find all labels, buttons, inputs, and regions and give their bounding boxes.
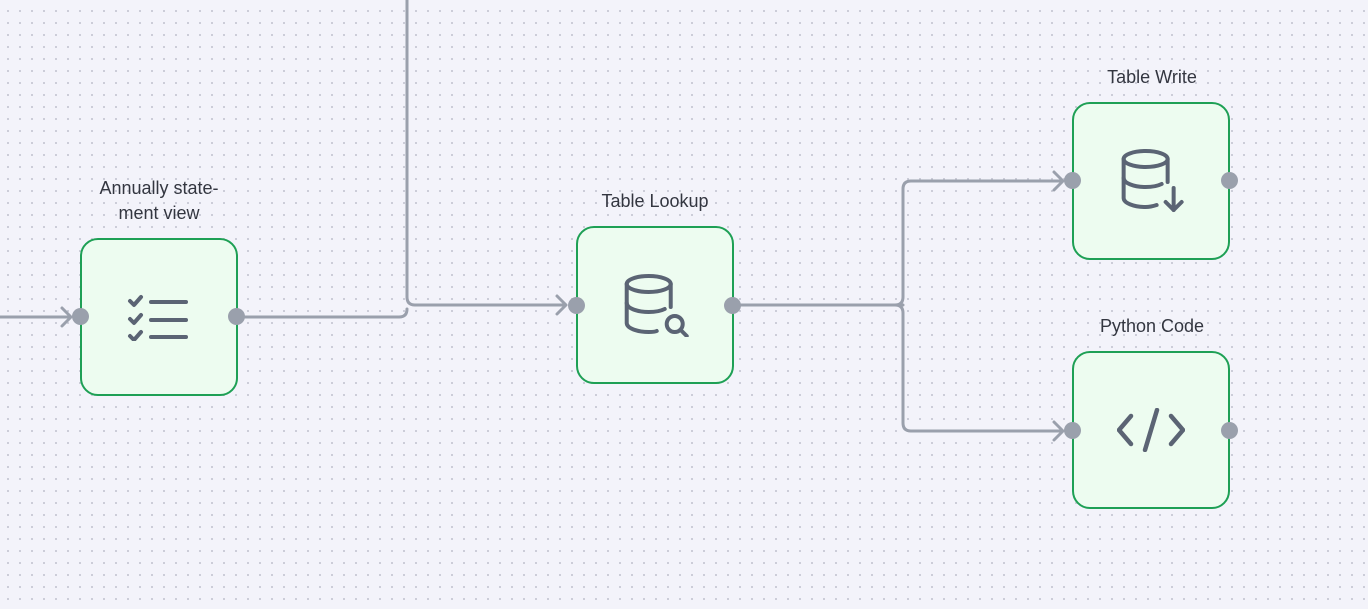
output-handle-table-write[interactable]	[1221, 172, 1238, 189]
arrowhead-table-write	[1052, 170, 1065, 192]
edge-table-lookup-to-python-code[interactable]	[893, 303, 1063, 433]
output-handle-python-code[interactable]	[1221, 422, 1238, 439]
edge-top-to-table-lookup[interactable]	[405, 0, 566, 307]
input-handle-table-lookup[interactable]	[568, 297, 585, 314]
node-label-line-2: ment view	[118, 203, 200, 223]
database-download-icon	[1121, 149, 1184, 212]
node-label-python-code: Python Code	[1099, 316, 1205, 336]
input-handle-python-code[interactable]	[1064, 422, 1081, 439]
node-table-write[interactable]	[1072, 102, 1230, 260]
node-label-line-1: Annually state-	[99, 178, 219, 198]
node-label-table-write: Table Write	[1107, 67, 1197, 87]
node-annually-statement-view[interactable]	[80, 238, 238, 396]
edge-annually-statement-view-to-table-lookup[interactable]	[236, 307, 409, 319]
node-python-code[interactable]	[1072, 351, 1230, 509]
input-handle-annually-statement-view[interactable]	[72, 308, 89, 325]
output-handle-annually-statement-view[interactable]	[228, 308, 245, 325]
input-handle-table-write[interactable]	[1064, 172, 1081, 189]
arrowhead-annually-statement-view	[60, 306, 73, 328]
code-icon	[1117, 408, 1185, 452]
node-table-lookup[interactable]	[576, 226, 734, 384]
edge-table-lookup-to-table-write[interactable]	[893, 179, 1063, 307]
arrowhead-python-code	[1052, 420, 1065, 442]
node-label-annually-statement-view: Annually state- ment view	[59, 176, 259, 226]
checklist-icon	[128, 295, 188, 341]
output-handle-table-lookup[interactable]	[724, 297, 741, 314]
arrowhead-table-lookup	[555, 294, 568, 316]
database-search-icon	[624, 274, 689, 337]
node-label-table-lookup: Table Lookup	[601, 191, 709, 211]
